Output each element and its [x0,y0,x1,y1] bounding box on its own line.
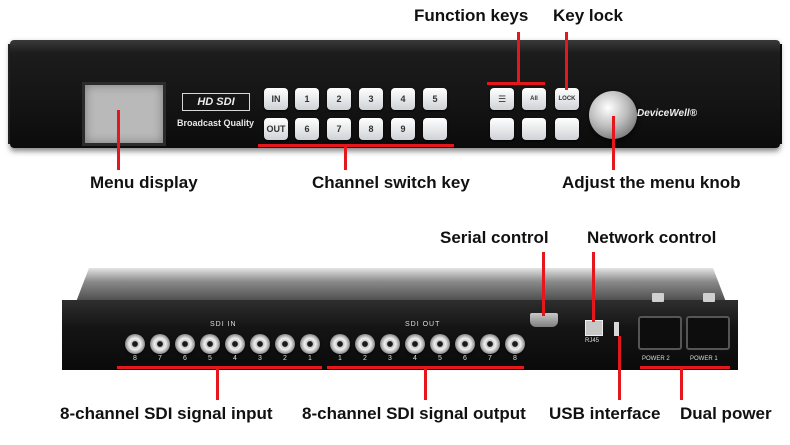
sdi-in-connector[interactable] [225,334,245,354]
sdi-out-connector[interactable] [405,334,425,354]
power-1-label: POWER 1 [690,356,718,362]
sdi-in-number: 7 [158,355,162,362]
sdi-out-connector[interactable] [380,334,400,354]
sdi-out-number: 6 [463,355,467,362]
sdi-in-number: 5 [208,355,212,362]
sdi-out-connector[interactable] [455,334,475,354]
brand-logo: DeviceWell® [637,108,697,119]
sdi-output-label: 8-channel SDI signal output [302,404,526,423]
key-lock-button[interactable]: LOCK [555,88,579,110]
sdi-in-connector[interactable] [250,334,270,354]
sdi-out-connector[interactable] [355,334,375,354]
rj45-port-label: RJ45 [585,338,600,344]
broadcast-quality-text: Broadcast Quality [177,118,255,128]
channel-key-9[interactable]: 9 [391,118,415,140]
function-key[interactable] [522,118,546,140]
serial-pointer [542,252,545,316]
key-out[interactable]: OUT [264,118,288,140]
network-control-label: Network control [587,228,717,247]
sdi-in-number: 3 [258,355,262,362]
serial-port[interactable] [530,313,558,327]
sdi-out-connector[interactable] [505,334,525,354]
all-function-key[interactable]: All [522,88,546,110]
menu-function-key[interactable]: ☰ [490,88,514,110]
usb-pointer [618,336,621,400]
power-2-label: POWER 2 [642,356,670,362]
function-key[interactable] [555,118,579,140]
channel-key-4[interactable]: 4 [391,88,415,110]
dual-power-pointer [680,368,683,400]
menu-display-pointer [117,110,120,170]
function-keys-bracket [487,82,545,85]
sdi-out-number: 7 [488,355,492,362]
channel-keys-bracket [258,144,454,147]
sdi-input-pointer [216,368,219,400]
sdi-in-number: 4 [233,355,237,362]
knob-pointer [612,116,615,170]
channel-switch-key-label: Channel switch key [312,173,470,192]
sdi-out-connector[interactable] [330,334,350,354]
sdi-in-connector[interactable] [125,334,145,354]
network-pointer [592,252,595,322]
sdi-out-connector[interactable] [480,334,500,354]
sdi-in-connector[interactable] [150,334,170,354]
serial-control-label: Serial control [440,228,549,247]
sdi-output-bracket [327,366,524,369]
dual-power-label: Dual power [680,404,772,423]
power-socket-2[interactable] [638,316,682,350]
menu-display-label: Menu display [90,173,198,192]
function-key[interactable] [490,118,514,140]
sdi-out-group-label: SDI OUT [405,321,441,328]
sdi-out-number: 5 [438,355,442,362]
sdi-in-connector[interactable] [200,334,220,354]
power-socket-1[interactable] [686,316,730,350]
function-keys-pointer [517,32,520,84]
key-in[interactable]: IN [264,88,288,110]
sdi-in-number: 1 [308,355,312,362]
sdi-in-number: 2 [283,355,287,362]
sdi-in-connector[interactable] [300,334,320,354]
channel-key-1[interactable]: 1 [295,88,319,110]
rj45-port[interactable] [585,320,603,336]
sdi-input-bracket [117,366,322,369]
sdi-in-number: 8 [133,355,137,362]
adjust-knob-label: Adjust the menu knob [562,173,741,192]
power-switch[interactable] [652,293,664,302]
sdi-out-connector[interactable] [430,334,450,354]
sdi-in-group-label: SDI IN [210,321,237,328]
dual-power-bracket [640,366,730,369]
function-keys-label: Function keys [414,6,529,25]
rear-top-cover [76,268,726,302]
power-switch[interactable] [703,293,715,302]
channel-key-6[interactable]: 6 [295,118,319,140]
sdi-in-connector[interactable] [275,334,295,354]
sdi-out-number: 4 [413,355,417,362]
channel-key-3[interactable]: 3 [359,88,383,110]
channel-key-5[interactable]: 5 [423,88,447,110]
channel-key-8[interactable]: 8 [359,118,383,140]
channel-key-blank[interactable] [423,118,447,140]
menu-display-screen [82,82,166,146]
channel-keys-pointer [344,146,347,170]
channel-key-2[interactable]: 2 [327,88,351,110]
sdi-in-connector[interactable] [175,334,195,354]
rear-panel [62,300,738,370]
sdi-output-pointer [424,368,427,400]
sdi-out-number: 1 [338,355,342,362]
hd-sdi-badge: HD SDI [182,93,250,111]
usb-port[interactable] [614,322,619,336]
key-lock-label: Key lock [553,6,623,25]
usb-interface-label: USB interface [549,404,661,423]
sdi-out-number: 3 [388,355,392,362]
key-lock-pointer [565,32,568,90]
sdi-input-label: 8-channel SDI signal input [60,404,273,423]
sdi-out-number: 2 [363,355,367,362]
sdi-in-number: 6 [183,355,187,362]
sdi-out-number: 8 [513,355,517,362]
channel-key-7[interactable]: 7 [327,118,351,140]
